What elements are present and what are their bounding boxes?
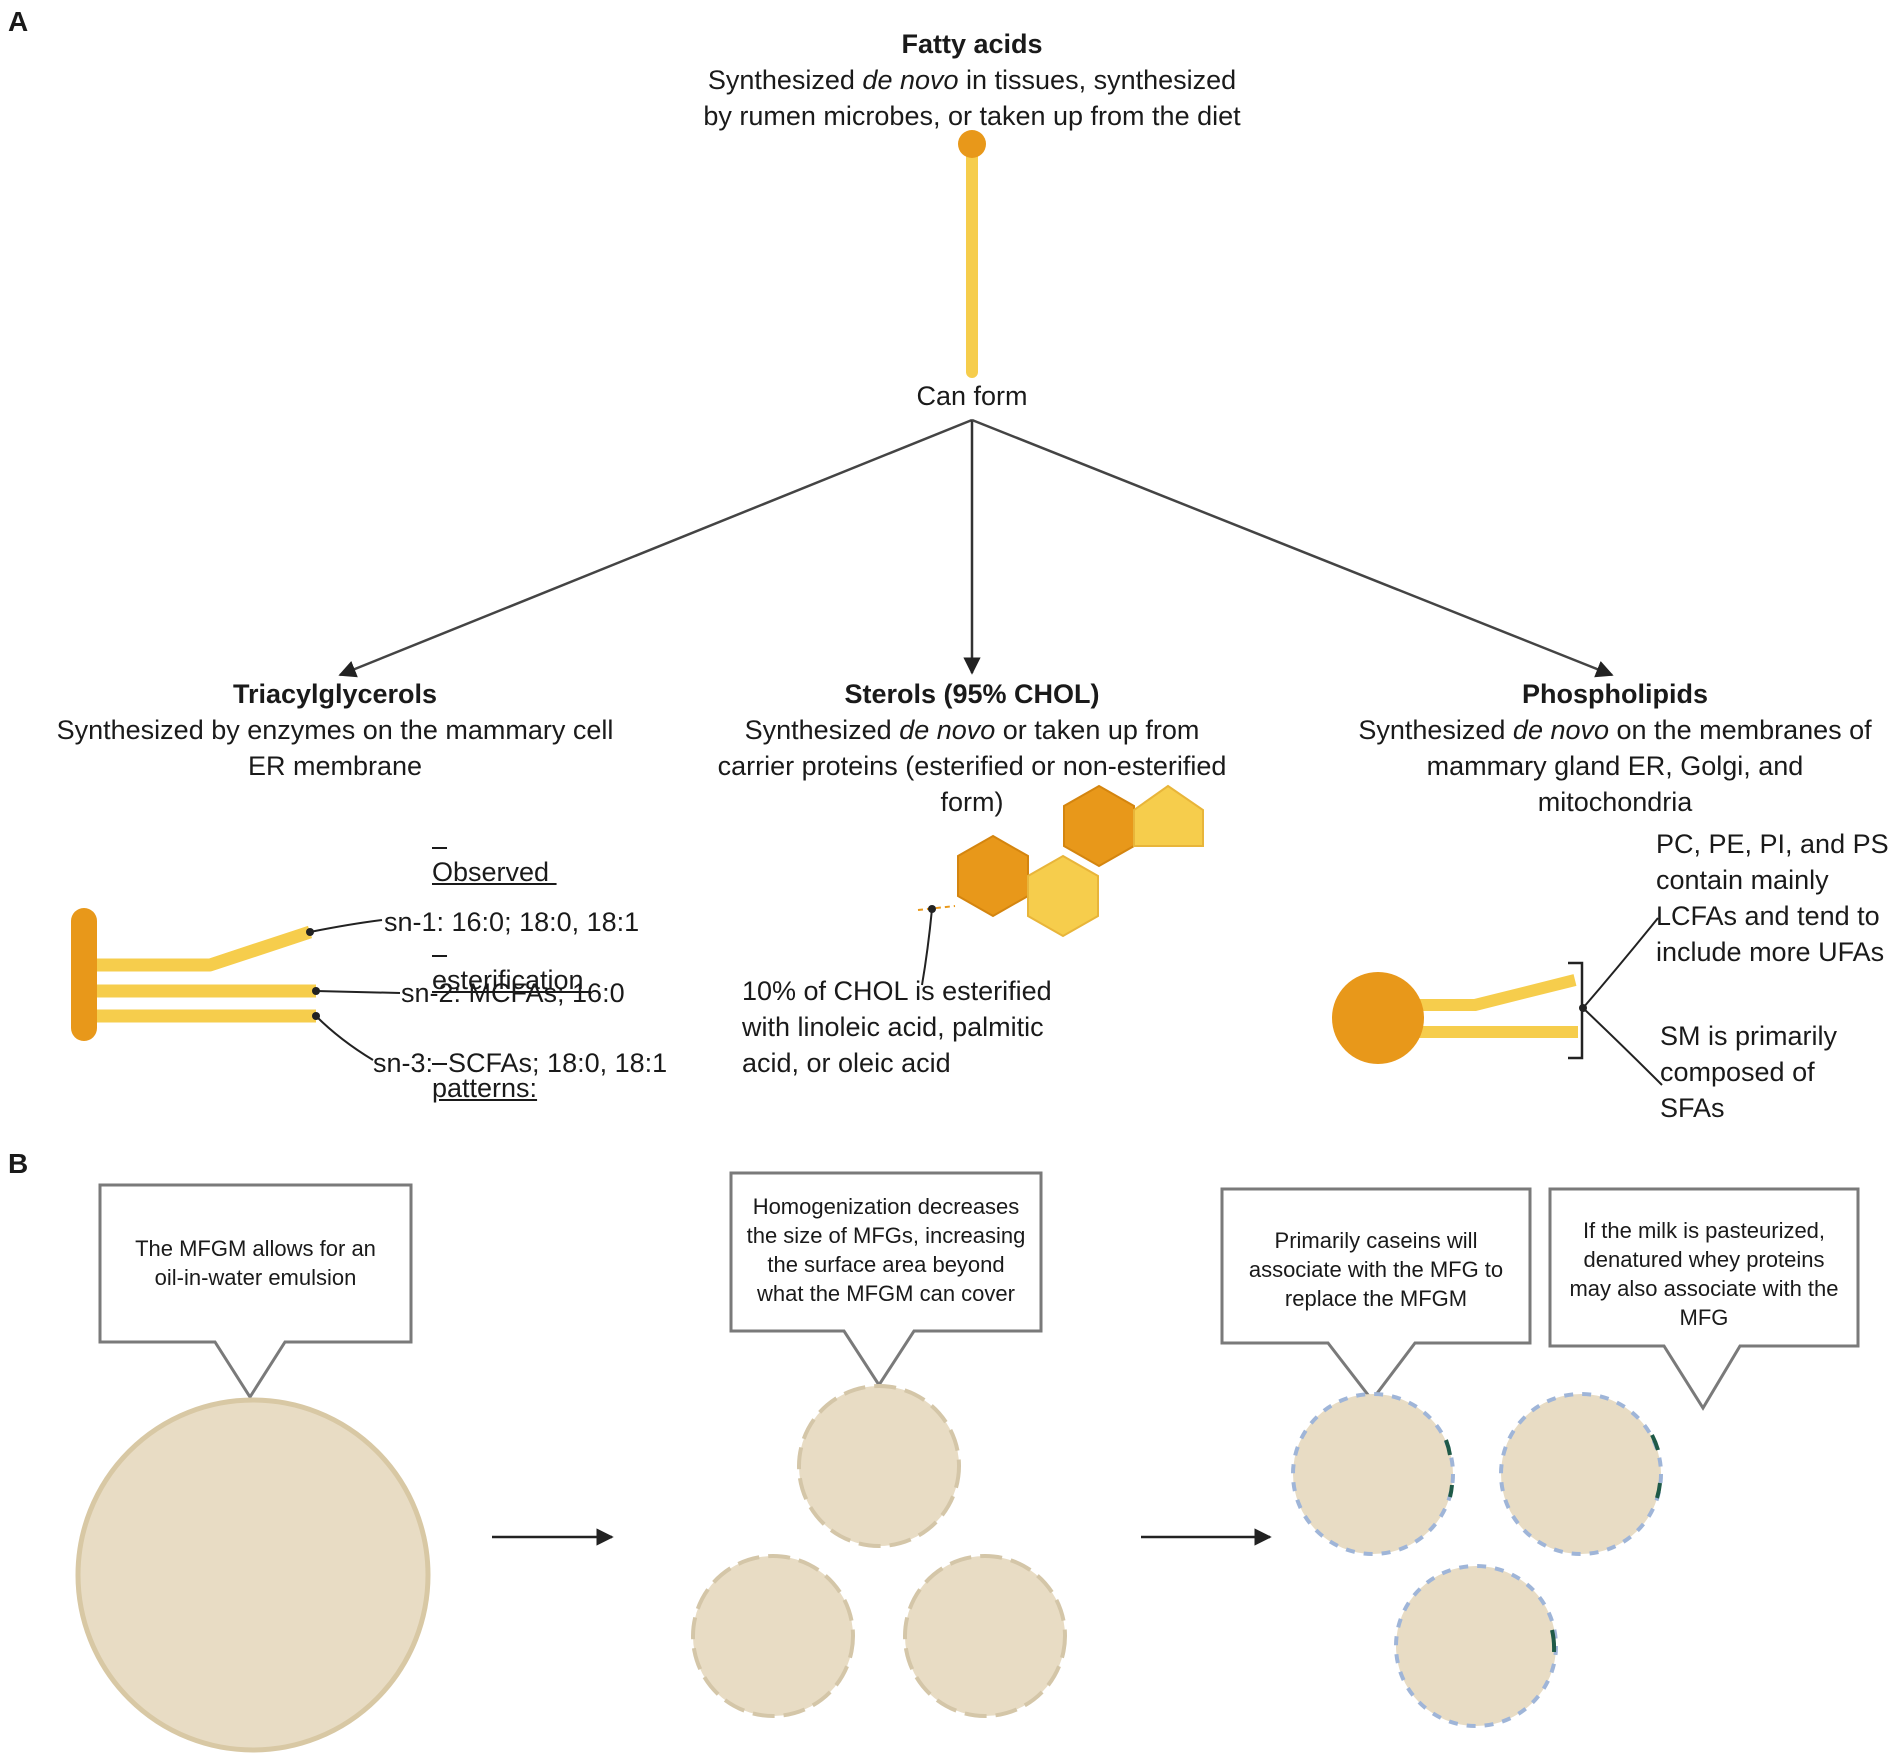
sn1-label: sn-1: 16:0; 18:0, 18:1: [384, 907, 640, 937]
callout-whey-box: [1548, 1187, 1860, 1411]
callout-mfgm-text: The MFGM allows for an oil-in-water emul…: [135, 1236, 376, 1290]
sterol-ring-4: [1133, 784, 1204, 847]
fatty-acids-title: Fatty acids: [901, 29, 1043, 59]
panel-label-b: B: [8, 1148, 29, 1179]
chol-esterified-note: 10% of CHOL is esterified with linoleic …: [742, 976, 1052, 1078]
phospholipids-title: Phospholipids: [1522, 679, 1708, 709]
esterification-patterns-heading: Observed esterification patterns:: [432, 857, 592, 1103]
glycerol-backbone: [71, 908, 97, 1041]
callout-caseins-text: Primarily caseins will associate with th…: [1248, 1228, 1504, 1311]
triacylglycerol-molecule: [71, 908, 401, 1061]
sterol-ring-3: [1063, 784, 1135, 868]
sn1-chain: [84, 925, 313, 972]
phospholipid-head: [1332, 972, 1424, 1064]
panel-label-a: A: [8, 6, 29, 37]
phospholipid-note-lcfa: PC, PE, PI, and PS contain mainly LCFAs …: [1656, 829, 1889, 967]
callout-whey-text: If the milk is pasteurized, denatured wh…: [1569, 1218, 1839, 1330]
sterols-title: Sterols (95% CHOL): [844, 679, 1100, 709]
large-mfg: [75, 1397, 431, 1753]
casein-mfg-3: [1394, 1564, 1558, 1728]
sn2-label: sn-2: MCFAs; 16:0: [401, 978, 625, 1008]
casein-mfg-2: [1499, 1392, 1663, 1556]
small-mfg-1: [797, 1384, 961, 1548]
phospholipid-note-sm: SM is primarily composed of SFAs: [1660, 1021, 1838, 1123]
sterol-molecule: [917, 784, 1204, 986]
phospholipids-block: Phospholipids Synthesized de novo on the…: [1300, 676, 1901, 820]
callout-homogenization-box: [729, 1171, 1043, 1388]
callout-caseins-box: [1220, 1187, 1532, 1403]
sterols-block: Sterols (95% CHOL) Synthesized de novo o…: [672, 676, 1272, 820]
phospholipid-molecule: [1332, 917, 1663, 1086]
phospholipids-desc-line2: mammary gland ER, Golgi, and: [1426, 751, 1804, 781]
fatty-acids-desc-line2: by rumen microbes, or taken up from the …: [703, 101, 1241, 131]
globules: [75, 1384, 1663, 1753]
callout-homogenization-text: Homogenization decreases the size of MFG…: [746, 1194, 1026, 1306]
triacylglycerols-desc-line2: ER membrane: [247, 751, 423, 781]
phospholipid-tail-1: [1400, 974, 1577, 1011]
arrow-to-phospholipids: [971, 418, 1614, 678]
callout-mfgm-box: [98, 1183, 413, 1400]
phospholipids-desc-line1: Synthesized de novo on the membranes of: [1358, 715, 1872, 745]
fatty-acids-block: Fatty acids Synthesized de novo in tissu…: [572, 26, 1372, 134]
phospholipids-desc-line3: mitochondria: [1537, 787, 1693, 817]
arrow-to-triacylglycerols: [338, 418, 973, 678]
fatty-acids-desc-line1: Synthesized de novo in tissues, synthesi…: [707, 65, 1237, 95]
triacylglycerols-block: Triacylglycerols Synthesized by enzymes …: [20, 676, 650, 784]
fatty-acid-head: [958, 130, 986, 158]
casein-mfg-1: [1291, 1392, 1455, 1556]
sn3-label: sn-3: SCFAs; 18:0, 18:1: [373, 1048, 668, 1078]
fatty-acid-molecule: [958, 130, 986, 378]
triacylglycerols-desc-line1: Synthesized by enzymes on the mammary ce…: [56, 715, 614, 745]
small-mfg-2: [691, 1554, 855, 1718]
can-form-label: Can form: [916, 381, 1028, 411]
sterols-desc-line1: Synthesized de novo or taken up from: [744, 715, 1200, 745]
sterols-desc-line3: form): [940, 787, 1004, 817]
callout-shapes: [98, 1171, 1860, 1411]
triacylglycerols-title: Triacylglycerols: [232, 679, 438, 709]
branch-arrows: [338, 418, 1614, 678]
sterol-ring-2: [1027, 854, 1099, 938]
sterol-ring-1: [957, 834, 1029, 918]
small-mfg-3: [903, 1554, 1067, 1718]
sterols-desc-line2: carrier proteins (esterified or non-este…: [717, 751, 1227, 781]
